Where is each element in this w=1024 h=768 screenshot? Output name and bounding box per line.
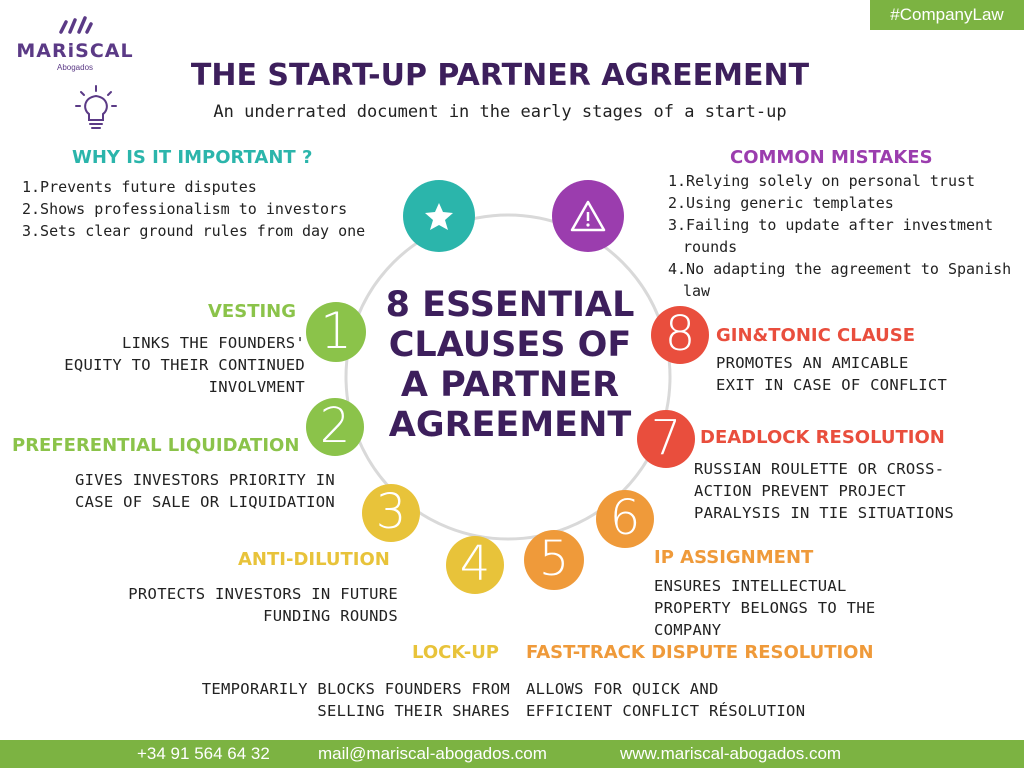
clause-title-6: IP ASSIGNMENT: [654, 547, 814, 568]
clause-desc-3: PROTECTS INVESTORS IN FUTURE FUNDING ROU…: [128, 585, 398, 625]
warning-icon: [570, 200, 606, 232]
warning-circle: [552, 180, 624, 252]
why-item-2: 2.Shows professionalism to investors: [22, 200, 348, 218]
clause-number-6: 6: [596, 490, 654, 548]
why-item-1: 1.Prevents future disputes: [22, 178, 257, 196]
footer-email-link[interactable]: mail@mariscal-abogados.com: [318, 744, 547, 763]
footer-website-link[interactable]: www.mariscal-abogados.com: [620, 744, 842, 763]
clause-number-1: 1: [306, 302, 366, 362]
logo-name: MARiSCAL: [16, 40, 134, 62]
clause-desc-1: LINKS THE FOUNDERS' EQUITY TO THEIR CONT…: [64, 334, 305, 396]
clause-title-8: GIN&TONIC CLAUSE: [716, 325, 915, 346]
clause-number-4: 4: [446, 536, 504, 594]
footer-bar: +34 91 564 64 32 mail@mariscal-abogados.…: [0, 740, 1024, 768]
footer-phone[interactable]: +34 91 564 64 32: [137, 744, 270, 763]
clause-title-3: ANTI-DILUTION: [238, 549, 390, 570]
clause-title-7: DEADLOCK RESOLUTION: [700, 427, 945, 448]
mistakes-list: 1.Relying solely on personal trust 2.Usi…: [668, 170, 1013, 302]
clause-number-8: 8: [651, 306, 709, 364]
central-ring: [344, 213, 672, 541]
clause-title-1: VESTING: [208, 301, 297, 322]
clause-desc-4: TEMPORARILY BLOCKS FOUNDERS FROM SELLING…: [201, 680, 510, 720]
hashtag-badge: #CompanyLaw: [870, 0, 1024, 30]
mistakes-heading: COMMON MISTAKES: [730, 147, 933, 168]
clause-desc-2: GIVES INVESTORS PRIORITY IN CASE OF SALE…: [74, 471, 335, 511]
clause-title-2: PREFERENTIAL LIQUIDATION: [12, 435, 300, 456]
clause-number-7: 7: [637, 410, 695, 468]
mistakes-item-2: 2.Using generic templates: [668, 194, 894, 212]
clause-desc-7: RUSSIAN ROULETTE OR CROSS- ACTION PREVEN…: [694, 460, 955, 522]
clause-title-4: LOCK-UP: [412, 642, 500, 663]
mistakes-item-1: 1.Relying solely on personal trust: [668, 172, 976, 190]
mistakes-item-3: 3.Failing to update after investment rou…: [668, 216, 994, 256]
mistakes-item-4: 4.No adapting the agreement to Spanish l…: [668, 260, 1012, 300]
clause-desc-8: PROMOTES AN AMICABLE EXIT IN CASE OF CON…: [716, 354, 948, 394]
why-heading: WHY IS IT IMPORTANT ?: [72, 147, 313, 168]
star-icon: [425, 203, 453, 230]
clause-desc-5: ALLOWS FOR QUICK AND EFFICIENT CONFLICT …: [526, 680, 806, 720]
clause-number-5: 5: [524, 530, 584, 590]
center-heading: 8 ESSENTIAL CLAUSES OF A PARTNER AGREEME…: [385, 285, 635, 445]
why-list: 1.Prevents future disputes 2.Shows profe…: [22, 176, 372, 242]
why-item-3: 3.Sets clear ground rules from day one: [22, 222, 366, 240]
lightbulb-icon: [75, 85, 117, 129]
clause-title-5: FAST-TRACK DISPUTE RESOLUTION: [526, 642, 874, 663]
star-circle: [403, 180, 475, 252]
page-subtitle: An underrated document in the early stag…: [213, 102, 787, 122]
clause-number-2: 2: [306, 398, 364, 456]
logo-subtitle: Abogados: [56, 63, 94, 72]
clause-desc-6: ENSURES INTELLECTUAL PROPERTY BELONGS TO…: [654, 577, 876, 639]
clause-number-3: 3: [362, 484, 420, 542]
page-title: THE START-UP PARTNER AGREEMENT: [190, 58, 810, 93]
logo-dashes-icon: [59, 16, 93, 34]
